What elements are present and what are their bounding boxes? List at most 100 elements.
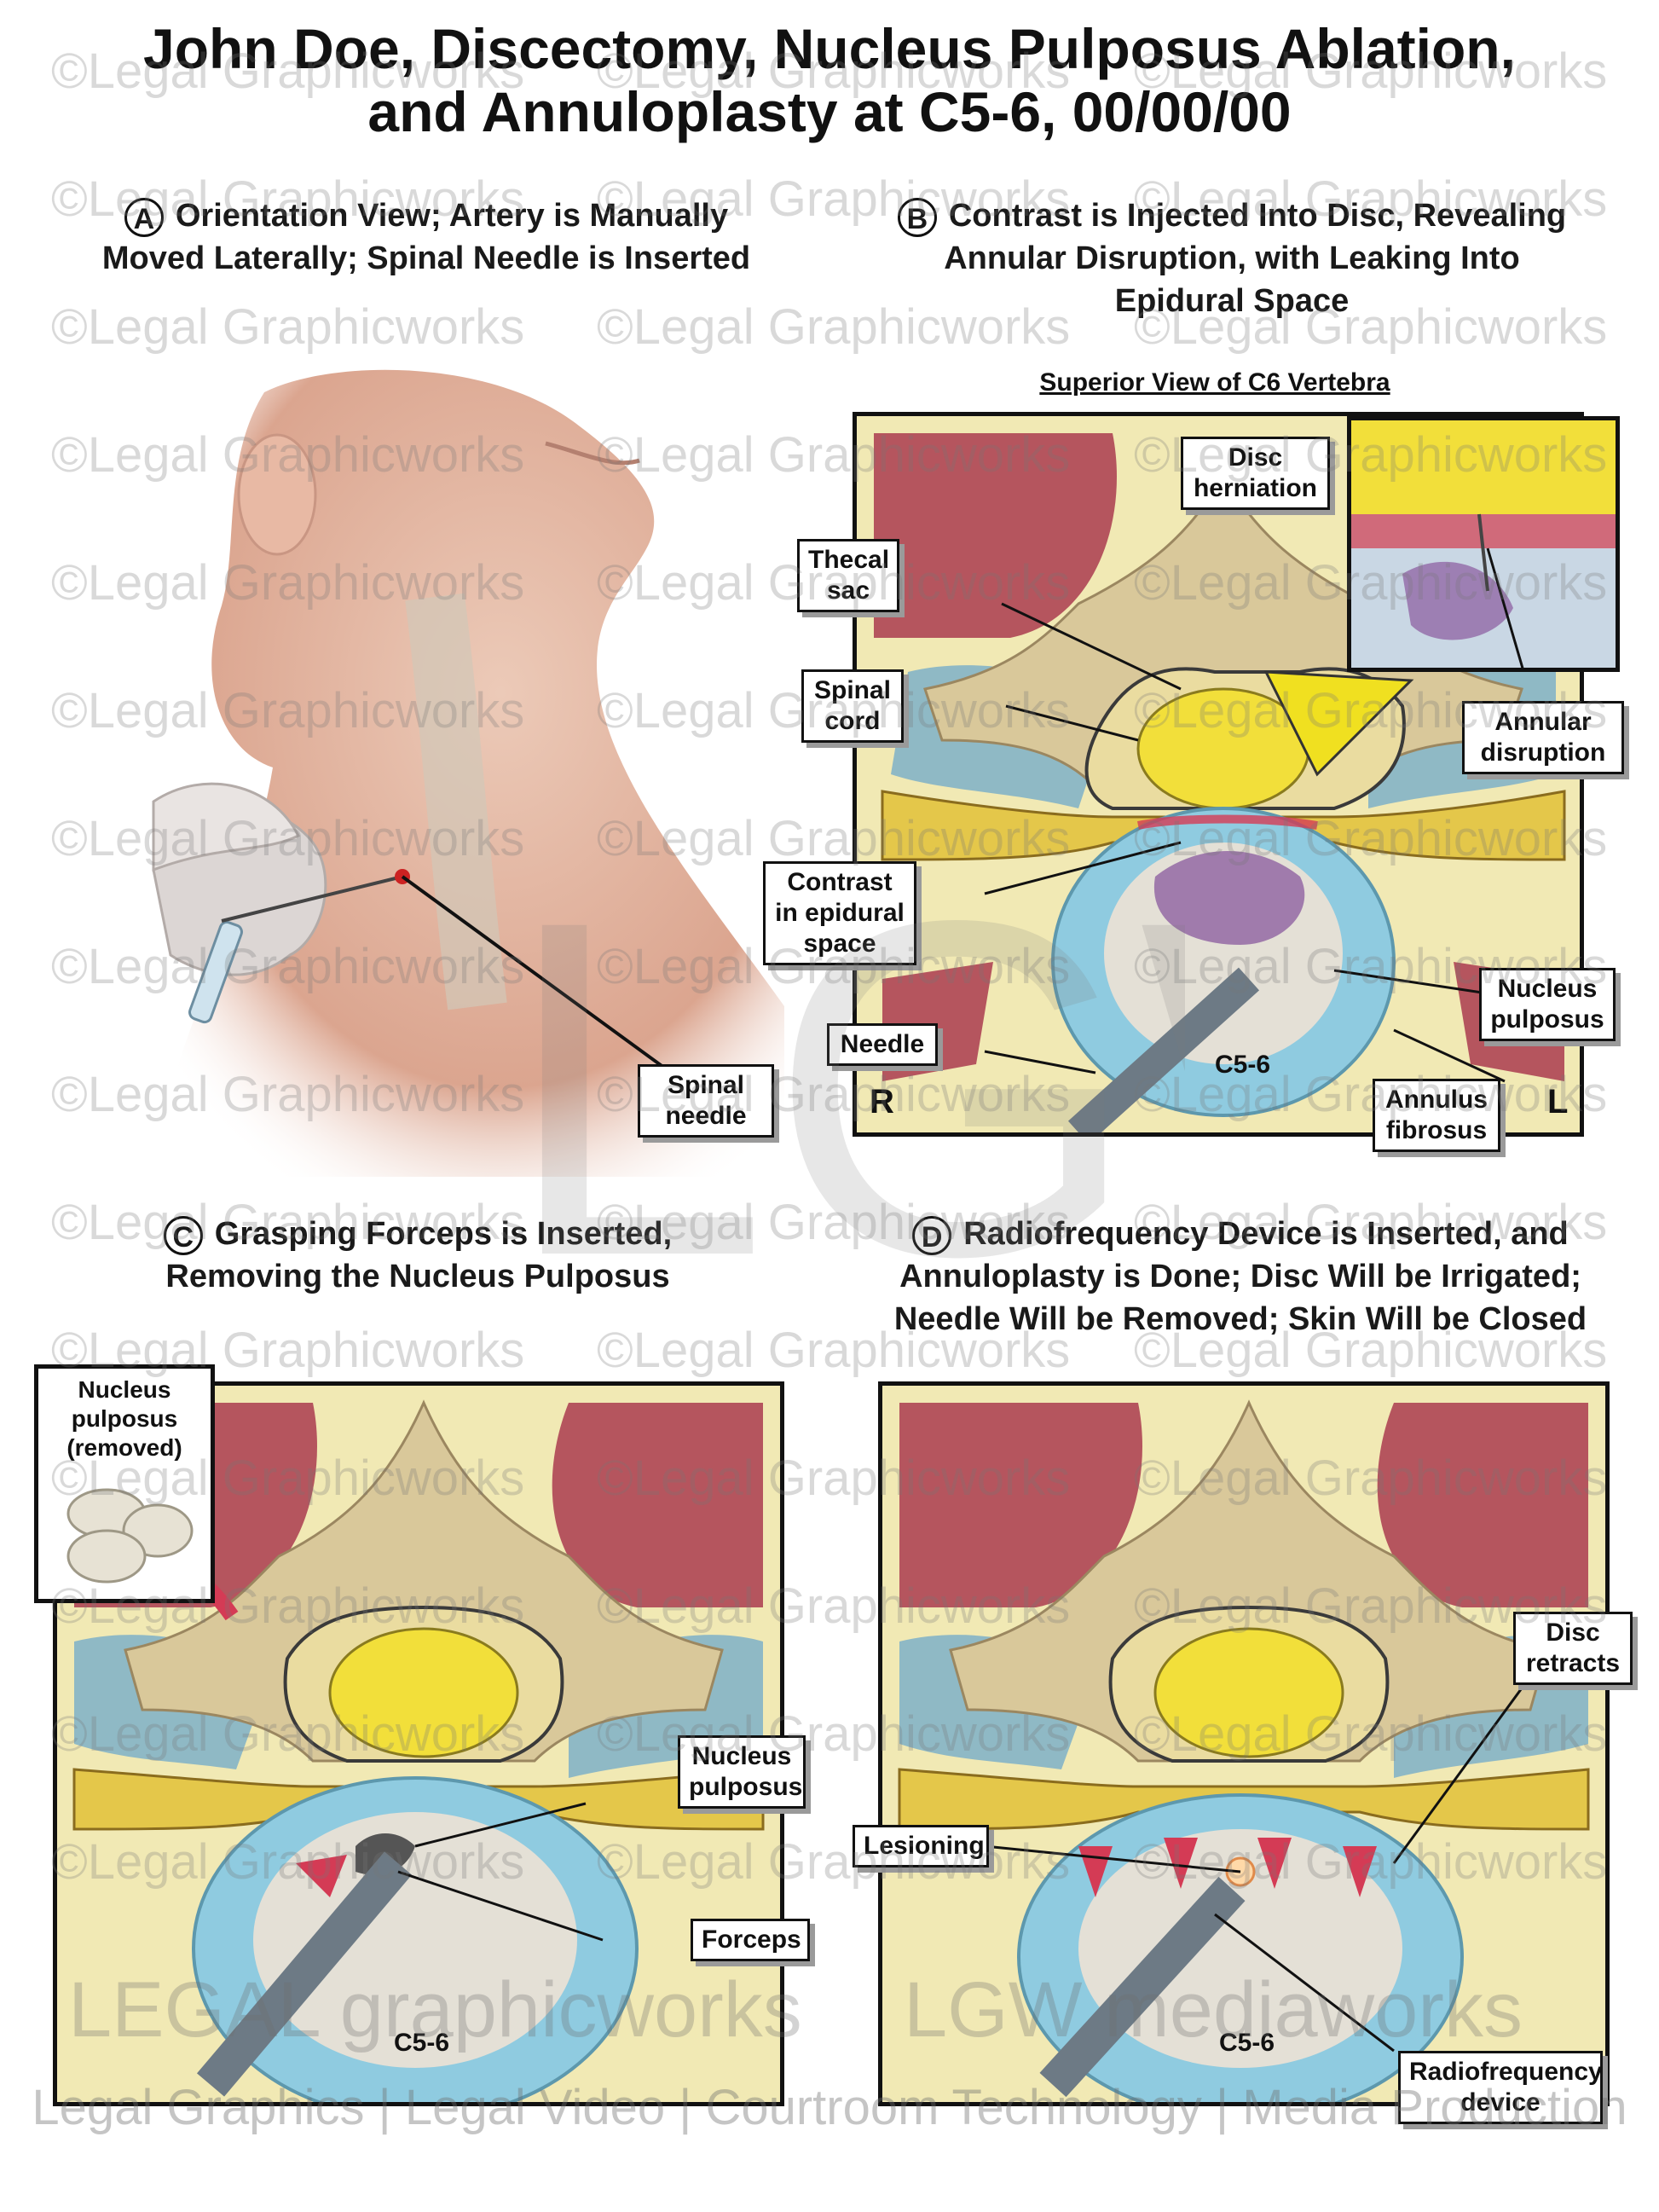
watermark-text: ©Legal Graphicworks [597, 1706, 1071, 1762]
neck-illustration [152, 369, 784, 1177]
rf-device-label-line-2: device [1460, 2088, 1540, 2116]
watermark-text: ©Legal Graphicworks [597, 1067, 1071, 1122]
spinal-cord-label: Spinal cord [801, 669, 904, 743]
panel-b-subtitle: Superior View of C6 Vertebra [1039, 368, 1390, 397]
watermark-text: ©Legal Graphicworks [51, 427, 525, 483]
muscle-left [899, 1403, 1142, 1607]
retract-arrow-3 [1257, 1838, 1292, 1889]
removed-nucleus-label: Nucleus pulposus (removed) [38, 1375, 211, 1462]
panel-a-letter: A [124, 197, 164, 237]
disc-herniation-label-line-2: herniation [1193, 474, 1317, 502]
glove-fingers [152, 782, 301, 872]
nucleus-pulposus-label-line-2: pulposus [1490, 1005, 1604, 1034]
disc-retracts-label: Disc retracts [1513, 1612, 1633, 1685]
watermark-text: ©Legal Graphicworks [51, 1323, 525, 1378]
spinal-needle-shaft [221, 875, 403, 923]
nucleus-leader [1333, 969, 1506, 998]
panel-d-anatomy: C5-6 [882, 1386, 1605, 2102]
thecal-sac-label-line-1: Thecal [808, 546, 890, 574]
watermark-text: ©Legal Graphicworks [1134, 299, 1608, 355]
zoom-callout-pointer [1263, 670, 1414, 777]
disc-level-b: C5-6 [1215, 1051, 1270, 1079]
title-line-2: and Annuloplasty at C5-6, 00/00/00 [367, 80, 1292, 143]
watermark-text: ©Legal Graphicworks [1134, 1323, 1608, 1378]
needle-leader-line [401, 875, 675, 1076]
trachea [405, 593, 507, 1010]
watermark-text: ©Legal Graphicworks [597, 683, 1071, 738]
removed-nucleus-label-line-1: Nucleus [78, 1376, 171, 1403]
brand-lgw-mediaworks: LGW mediaworks [904, 1966, 1523, 2053]
extraction-arrow [296, 1855, 347, 1897]
watermark-text: ©Legal Graphicworks [597, 939, 1071, 994]
thecal-sac-leader [1001, 602, 1182, 691]
panel-c-line-1: Grasping Forceps is Inserted, [214, 1216, 673, 1252]
annular-disruption-label-line-2: disruption [1480, 738, 1606, 767]
watermark-text: ©Legal Graphicworks [51, 1067, 525, 1122]
retract-arrow-4 [1343, 1846, 1377, 1897]
contrast-agent [1153, 851, 1305, 945]
thecal-sac-label-line-2: sac [826, 576, 870, 605]
annulus-fibrosus-label: Annulus fibrosus [1373, 1079, 1500, 1152]
watermark-text: ©Legal Graphicworks [597, 299, 1071, 355]
panel-b-line-1: Contrast is Injected Into Disc, Revealin… [948, 198, 1567, 234]
ear [237, 433, 317, 556]
watermark-text: ©Legal Graphicworks [1134, 555, 1608, 611]
watermark-text: ©Legal Graphicworks [597, 1323, 1071, 1378]
needle-leader [984, 1050, 1096, 1074]
rf-device-leader [1214, 1913, 1395, 2053]
disc-level-c: C5-6 [394, 2029, 449, 2057]
lgw-logo-mark: LGW [503, 887, 1185, 1313]
left-side-marker: L [1547, 1083, 1569, 1120]
watermark-text: ©Legal Graphicworks [597, 171, 1071, 227]
spinal-cord-label-line-2: cord [824, 707, 881, 735]
watermark-text: ©Legal Graphicworks [51, 555, 525, 611]
contrast-label: Contrast in epidural space [763, 861, 916, 965]
watermark-text: ©Legal Graphicworks [1134, 1578, 1608, 1634]
panel-a-line-1: Orientation View; Artery is Manually [175, 198, 729, 234]
panel-d-letter: D [912, 1215, 952, 1255]
mouth [545, 441, 640, 466]
thecal-sac-label: Thecal sac [797, 539, 899, 612]
watermark-text: ©Legal Graphicworks [51, 171, 525, 227]
fragment-3 [66, 1529, 147, 1584]
removed-fragments [66, 1488, 194, 1584]
watermark-text: ©Legal Graphicworks [597, 1834, 1071, 1890]
annular-disruption-label: Annular disruption [1462, 701, 1624, 774]
panel-b-line-2: Annular Disruption, with Leaking Into [944, 240, 1520, 276]
watermark-text: ©Legal Graphicworks [51, 683, 525, 738]
panel-c-line-2: Removing the Nucleus Pulposus [165, 1259, 670, 1294]
contrast-label-line-1: Contrast [787, 868, 893, 896]
title-line-1: John Doe, Discectomy, Nucleus Pulposus A… [143, 17, 1516, 80]
watermark-text: ©Legal Graphicworks [1134, 427, 1608, 483]
watermark-text: ©Legal Graphicworks [51, 1834, 525, 1890]
rf-device-label: Radiofrequency device [1398, 2051, 1603, 2124]
needle-label: Needle [827, 1023, 938, 1066]
muscle-right [1377, 1403, 1588, 1607]
watermark-text: ©Legal Graphicworks [1134, 171, 1608, 227]
nucleus-pulposus-label-line-1: Nucleus [1497, 975, 1598, 1003]
spinal-needle-label-line-2: needle [665, 1102, 747, 1130]
panel-b-line-3: Epidural Space [1114, 283, 1350, 319]
forceps-label: Forceps [691, 1919, 810, 1961]
watermark-text: ©Legal Graphicworks [1134, 1706, 1608, 1762]
watermark-text: ©Legal Graphicworks [51, 811, 525, 866]
contrast-label-line-3: space [803, 929, 876, 958]
annulus-fibrosus-label-line-2: fibrosus [1385, 1116, 1488, 1144]
nucleus-pulposus-label-c: Nucleus pulposus [678, 1735, 806, 1809]
annulus-fibrosus-label-line-1: Annulus [1385, 1086, 1488, 1114]
watermark-text: ©Legal Graphicworks [1134, 1451, 1608, 1506]
disc-herniation-label: Disc herniation [1181, 437, 1330, 510]
watermark-text: ©Legal Graphicworks [1134, 43, 1608, 99]
disc-retracts-label-line-1: Disc [1546, 1618, 1600, 1647]
page-title: John Doe, Discectomy, Nucleus Pulposus A… [0, 17, 1659, 143]
watermark-text: ©Legal Graphicworks [1134, 1195, 1608, 1250]
right-side-marker: R [870, 1083, 894, 1120]
brand-legal-graphicworks: LEGAL graphicworks [68, 1966, 802, 2053]
watermark-text: ©Legal Graphicworks [1134, 1067, 1608, 1122]
watermark-text: ©Legal Graphicworks [597, 1578, 1071, 1634]
watermark-text: ©Legal Graphicworks [597, 1195, 1071, 1250]
spinal-cord [328, 1627, 519, 1758]
